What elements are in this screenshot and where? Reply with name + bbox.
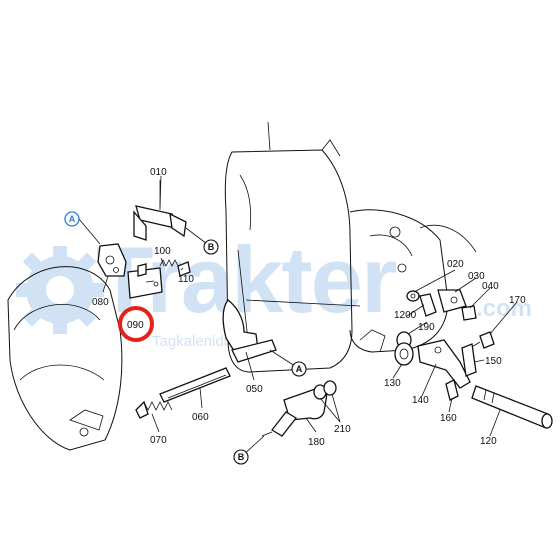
part-080-lever [97,243,127,277]
part-120-rod [471,385,553,429]
part-160-bolt [445,379,459,401]
callout-160: 160 [440,413,457,424]
part-170-bolt [469,331,495,349]
callout-1200: 1200 [394,310,417,321]
part-100-spring [159,259,179,267]
transmission-housing [7,121,477,451]
callout-010: 010 [150,167,167,178]
part-030-plate [437,289,467,313]
ref-marker-a-top: A [64,211,80,227]
callout-180: 180 [308,437,325,448]
part-040-nut [461,305,477,321]
part-callouts: 010 100 110 080 090 050 060 070 180 210 … [92,167,526,448]
callout-210: 210 [334,424,351,435]
part-210-orings [313,380,337,400]
callout-130: 130 [384,378,401,389]
callout-110: 110 [178,274,194,285]
callout-090: 090 [127,320,144,331]
callout-040: 040 [482,281,499,292]
callout-150: 150 [485,356,502,367]
callout-030: 030 [468,271,485,282]
part-020-washer [406,290,420,302]
callout-100: 100 [154,246,171,257]
ref-marker-b-top: B [203,239,219,255]
highlight-ring [118,306,154,342]
watermark: Trakter .com Tagkalenidis [16,227,532,350]
part-070-spring [135,400,173,419]
callout-120: 120 [480,436,497,447]
ref-a-label-2: A [296,364,303,374]
callout-060: 060 [192,412,209,423]
part-050-fork [222,299,361,363]
ref-marker-a-mid: A [291,361,307,377]
callout-070: 070 [150,435,167,446]
ref-b-label-2: B [238,452,245,462]
ref-marker-b-bottom: B [233,449,249,465]
callout-190: 190 [418,322,435,333]
part-090-plate [127,263,163,299]
ref-b-label: B [208,242,215,252]
callout-050: 050 [246,384,263,395]
leader-lines [78,175,518,458]
part-1200-bolt [419,293,437,317]
part-150-pin [461,343,477,377]
gear-icon [16,246,104,334]
part-140-arm [417,339,471,389]
part-110-bolt [177,261,191,277]
callout-140: 140 [412,395,429,406]
part-060-shaft [159,367,231,403]
callout-080: 080 [92,297,109,308]
watermark-sub: Tagkalenidis [152,333,235,350]
ref-a-label: A [69,214,76,224]
part-010-bracket [133,180,187,241]
callout-020: 020 [447,259,464,270]
part-130-coupling [394,342,414,366]
callout-170: 170 [509,295,526,306]
